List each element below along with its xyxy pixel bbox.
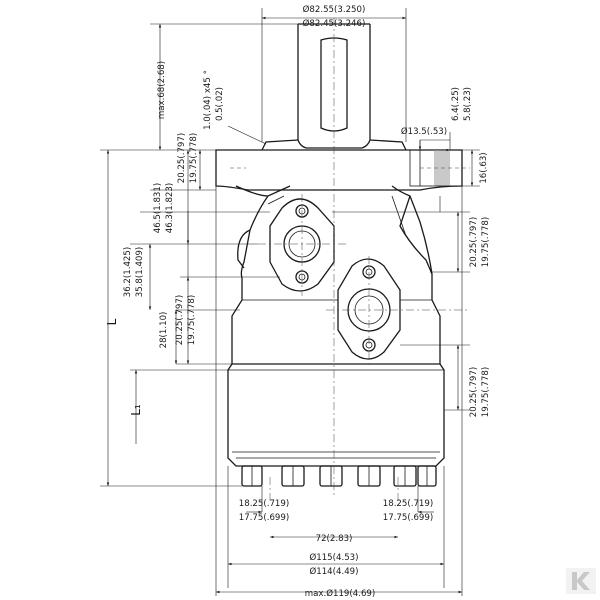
dim-bolt-spacing: 72(2.83) — [316, 534, 353, 544]
dim-port-spacing-min: 35.8(1.409) — [135, 247, 145, 297]
dim-port-a-offset-max: 46.5(1.831) — [153, 183, 163, 233]
brand-logo — [566, 568, 596, 594]
dim-bolt-hole-diameter: Ø13.5(.53) — [401, 126, 447, 137]
dim-chamfer-1: 1.0(.04) x45 ° — [203, 70, 213, 130]
dim-port-b-offset: 28(1.10) — [159, 312, 169, 349]
dim-body-diameter-min: Ø114(4.49) — [309, 566, 358, 577]
dim-right-port-a-max: 20.25(.797) — [469, 217, 479, 267]
dim-counterbore-max: 6.4(.25) — [451, 87, 461, 121]
dim-shaft-diameter-max: Ø82.55(3.250) — [303, 4, 366, 15]
dim-port-b-bolt-min: 19.75(.778) — [187, 295, 197, 345]
dim-right-port-b-max: 20.25(.797) — [469, 367, 479, 417]
dim-port-spacing-max: 36.2(1.425) — [123, 247, 133, 297]
dim-shaft-length: max.68(2.68) — [157, 61, 167, 119]
dim-max-diameter: max.Ø119(4.69) — [305, 588, 375, 599]
dim-body-diameter-max: Ø115(4.53) — [309, 552, 358, 563]
dim-right-port-b-min: 19.75(.778) — [481, 367, 491, 417]
motor-body — [215, 23, 463, 487]
dim-shaft-diameter-min: Ø82.45(3.246) — [303, 18, 366, 29]
dim-bolt-offset-left-min: 17.75(.699) — [239, 513, 289, 523]
dim-port-b-bolt-max: 20.25(.797) — [175, 295, 185, 345]
dim-bolt-offset-left-max: 18.25(.719) — [239, 499, 289, 509]
dim-flange-thickness: 16(.63) — [479, 152, 489, 183]
mounting-flange — [215, 149, 463, 191]
dim-length-L1: L₁ — [129, 404, 143, 416]
motor-stator-section — [227, 363, 445, 467]
end-cover-bolts — [241, 465, 437, 487]
dim-right-port-a-min: 19.75(.778) — [481, 217, 491, 267]
dim-chamfer-2: 0.5(.02) — [215, 87, 225, 121]
dim-port-a-offset-min: 46.3(1.823) — [165, 183, 175, 233]
center-lines — [230, 18, 470, 504]
dimension-lines — [100, 8, 480, 596]
shaft-keyway — [320, 37, 348, 132]
dim-bolt-offset-right-max: 18.25(.719) — [383, 499, 433, 509]
dim-counterbore-min: 5.8(.23) — [463, 87, 473, 121]
dim-flange-height-min: 19.75(.778) — [189, 133, 199, 183]
dim-bolt-offset-right-min: 17.75(.699) — [383, 513, 433, 523]
dimension-labels: Ø82.55(3.250) Ø82.45(3.246) max.68(2.68)… — [105, 4, 491, 599]
dim-flange-height-max: 20.25(.797) — [177, 133, 187, 183]
dim-overall-length-L: L — [105, 318, 119, 325]
